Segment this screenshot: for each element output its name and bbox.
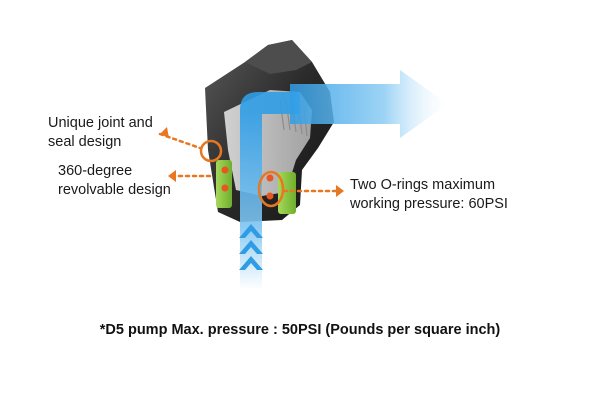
o-ring-upper <box>266 174 274 182</box>
joint-callout-line2: seal design <box>48 134 122 150</box>
inflow-arrow <box>239 224 263 270</box>
flow-arrows <box>239 70 448 290</box>
revolve-callout-line1: 360-degree <box>58 163 133 179</box>
joint-callout-line1: Unique joint and <box>48 115 153 131</box>
pressure-footnote: *D5 pump Max. pressure : 50PSI (Pounds p… <box>99 322 501 338</box>
orings-callout-line1: Two O-rings maximum <box>350 177 496 193</box>
oring-callout-circle <box>257 170 285 208</box>
joint-callout-circle <box>199 139 223 163</box>
fitting-body <box>205 40 334 222</box>
orings-callout-label: Two O-rings maximum working pressure: 60… <box>350 176 508 214</box>
joint-callout-label: Unique joint and seal design <box>48 114 153 152</box>
outflow-arrow <box>290 70 448 138</box>
revolve-callout-label: 360-degree revolvable design <box>58 162 171 200</box>
revolve-callout-line2: revolvable design <box>58 182 171 198</box>
left-seal-ring <box>216 160 232 208</box>
orings-callout-line2: working pressure: 60PSI <box>350 196 508 212</box>
o-ring-lower <box>266 192 274 200</box>
